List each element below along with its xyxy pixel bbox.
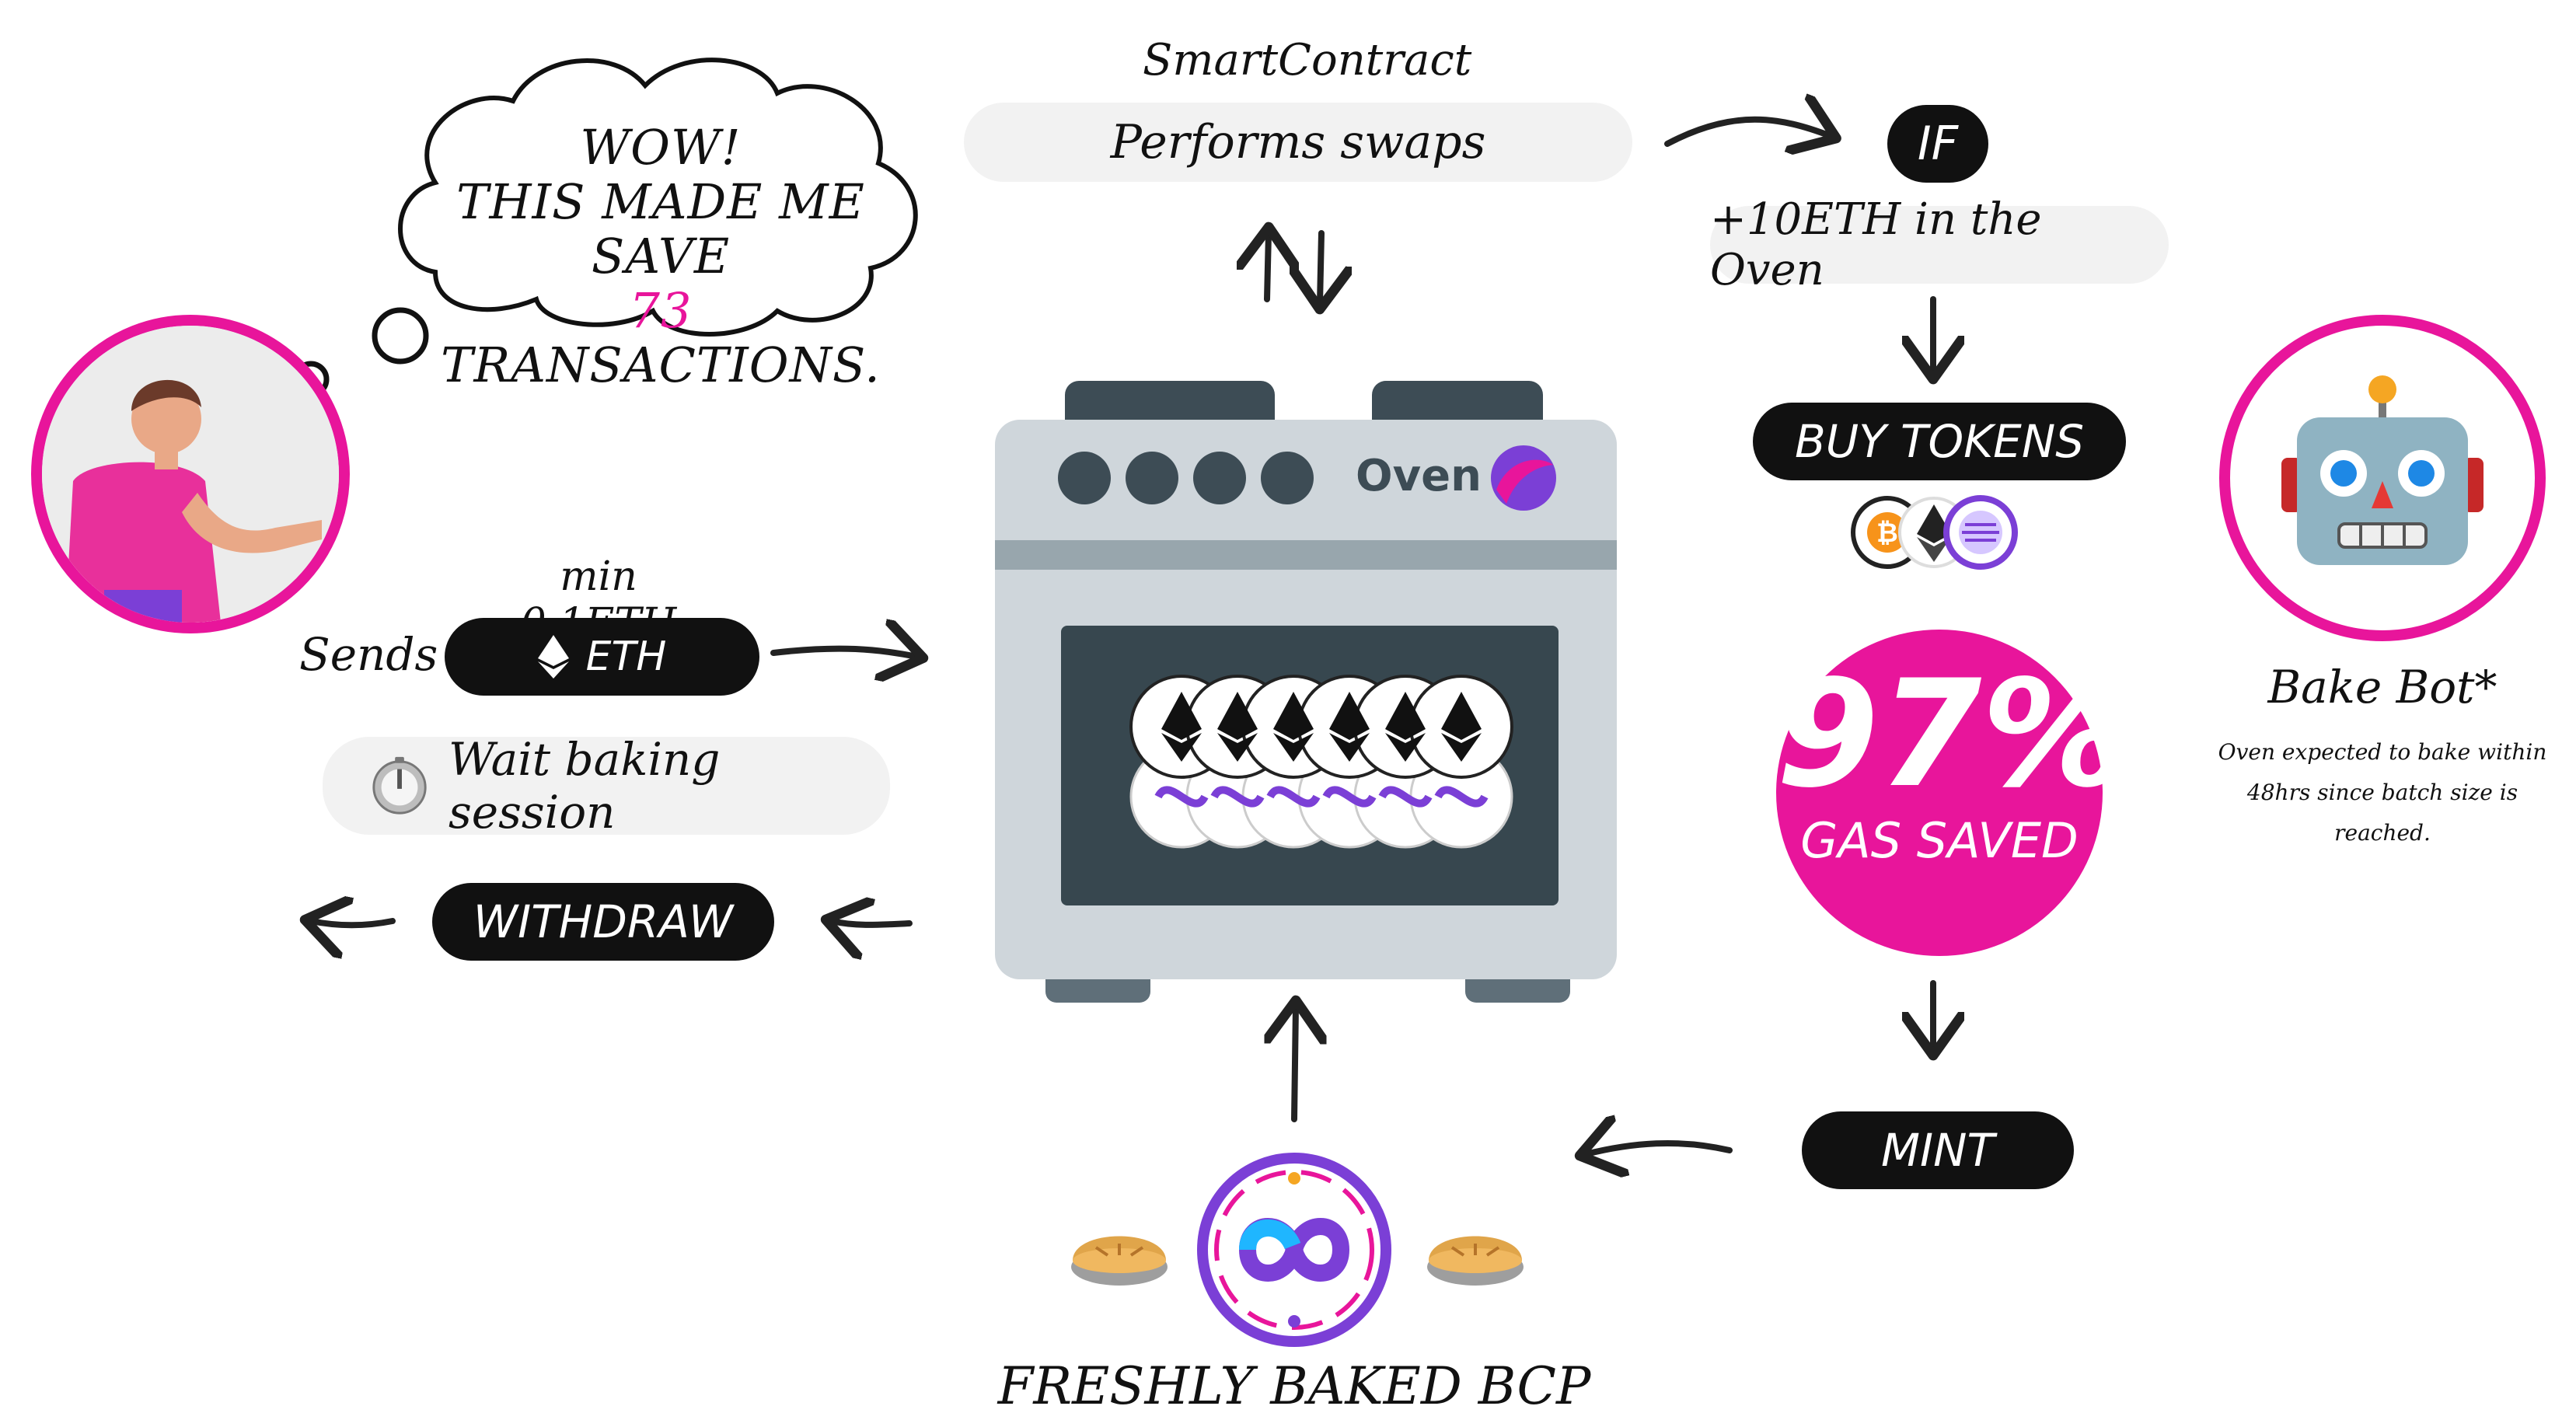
bcp-logo [1193,1149,1395,1351]
eth-send-pill: ETH [445,618,759,696]
oven: Oven [987,381,1625,1018]
timer-icon [372,756,427,815]
arrow-down-to-oven [1320,230,1321,303]
arrow-up-to-contract [1267,233,1269,302]
thought-line-3-rest: TRANSACTIONS. [441,337,881,393]
smart-contract-label: SmartContract [1143,35,1472,85]
gas-percent: 97% [1776,648,2130,820]
arrow-bcp-to-oven [1294,1007,1296,1122]
performs-swaps-pill: Performs swaps [964,103,1632,182]
arrow-to-if [1664,120,1831,144]
defi-token-icon [1943,495,2018,570]
bake-bot-note-line-1: Oven expected to bake within [2218,739,2547,765]
threshold-text: +10ETH in the Oven [1710,194,2042,295]
wait-baking-pill: Wait baking session [323,733,890,839]
thought-text: WOW! THIS MADE ME SAVE 73 TRANSACTIONS. [420,120,902,393]
thought-line-3: 73 TRANSACTIONS. [420,284,902,393]
bcp-logo-icon [1197,1153,1391,1347]
mint-text: MINT [1881,1124,1995,1177]
pie-left [1065,1212,1174,1290]
thought-dot-large [372,307,429,365]
bake-bot-note-line-2: 48hrs since batch size is [2246,780,2518,805]
svg-text:₿: ₿ [1876,518,1898,549]
gas-label: GAS SAVED [1800,812,2079,869]
bake-bot-avatar [2219,315,2546,641]
saved-count: 73 [629,282,693,339]
if-badge: IF [1887,105,1988,183]
thought-line-1: WOW! [580,119,742,176]
arrow-withdraw-out [311,921,396,925]
if-text: IF [1917,117,1959,171]
pie-icon [1071,1236,1168,1286]
bake-bot-note-line-3: reached. [2334,820,2431,846]
baking-tokens [1129,675,1513,849]
performs-swaps-text: Performs swaps [1110,115,1486,169]
user-avatar [31,315,350,633]
mint-pill: MINT [1802,1111,2074,1189]
eth-send-text: ETH [585,633,667,680]
gas-saved-badge: 97% GAS SAVED [1776,630,2130,956]
arrow-mint-to-bcp [1586,1143,1733,1154]
oven-icon [995,381,1617,1003]
robot-icon [2281,375,2484,565]
bake-bot-note: Oven expected to bake within 48hrs since… [2192,732,2573,853]
oven-label: Oven [1356,451,1482,501]
buy-tokens-text: BUY TOKENS [1794,415,2085,468]
token-coins: ₿ [1850,494,2021,571]
arrow-send-to-oven [770,649,917,657]
pie-right [1421,1212,1530,1290]
threshold-pill: +10ETH in the Oven [1710,194,2169,295]
arrow-oven-to-withdraw [832,921,913,925]
eth-icon [537,635,569,679]
sends-label: Sends [299,628,438,681]
freshly-baked-label: FRESHLY BAKED BCP [997,1356,1591,1416]
person-avatar-icon [42,326,339,623]
pie-icon [1427,1236,1524,1286]
oven-brand-logo-icon [1491,445,1556,511]
withdraw-button[interactable]: WITHDRAW [432,883,774,961]
wait-baking-text: Wait baking session [449,733,721,839]
thought-line-2: THIS MADE ME SAVE [456,173,865,284]
withdraw-text: WITHDRAW [473,895,734,948]
buy-tokens-pill: BUY TOKENS [1753,403,2126,480]
bake-bot-title: Bake Bot* [2267,661,2497,714]
